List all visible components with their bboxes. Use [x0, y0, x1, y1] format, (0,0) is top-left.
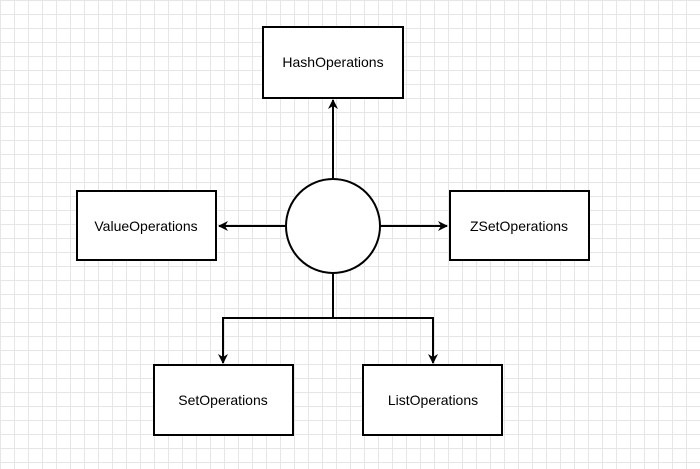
node-hash-operations[interactable]: HashOperations — [262, 26, 404, 99]
node-set-operations-label: SetOperations — [178, 392, 268, 408]
node-hash-operations-label: HashOperations — [282, 54, 383, 70]
node-value-operations[interactable]: ValueOperations — [76, 190, 217, 261]
edge-center-to-list — [333, 317, 438, 364]
edge-center-to-set — [218, 273, 334, 364]
node-list-operations[interactable]: ListOperations — [362, 364, 503, 436]
node-list-operations-label: ListOperations — [388, 392, 478, 408]
node-value-operations-label: ValueOperations — [94, 218, 197, 234]
node-zset-operations[interactable]: ZSetOperations — [449, 190, 590, 261]
node-zset-operations-label: ZSetOperations — [470, 218, 568, 234]
center-node-circle[interactable] — [285, 178, 381, 274]
node-set-operations[interactable]: SetOperations — [153, 364, 294, 436]
